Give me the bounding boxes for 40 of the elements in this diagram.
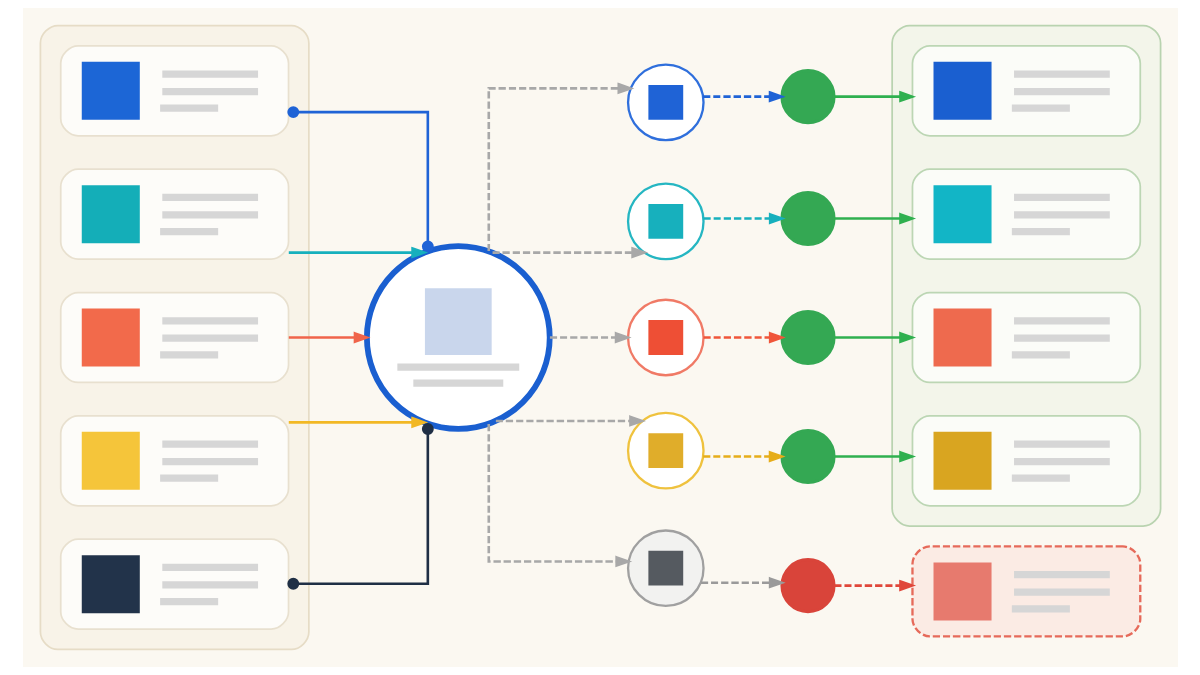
cluster [39, 24, 310, 651]
arrow [486, 82, 634, 252]
cluster [890, 24, 1161, 527]
node-circle [626, 63, 705, 142]
node-circle [779, 558, 836, 614]
arrow [288, 331, 371, 344]
node-box [911, 291, 1141, 384]
node-box [911, 415, 1141, 507]
arrow [833, 450, 916, 463]
arrow [833, 212, 916, 225]
node-circle [626, 529, 705, 608]
node-box [911, 168, 1141, 260]
connector [286, 423, 434, 590]
node-box [910, 545, 1141, 638]
arrow [833, 331, 916, 344]
arrow [288, 246, 428, 259]
node-box [59, 45, 289, 137]
arrow [495, 415, 646, 427]
arrow [549, 331, 632, 344]
node-box [59, 415, 289, 507]
arrow [833, 579, 916, 592]
node-circle [779, 428, 836, 485]
arrow [486, 424, 632, 568]
arrow [702, 450, 786, 463]
node-box [911, 45, 1141, 137]
arrow [703, 212, 786, 225]
node-circle [779, 69, 836, 125]
node-box [59, 291, 289, 384]
node-circle [779, 309, 836, 366]
arrow [703, 331, 786, 344]
arrow [833, 90, 916, 103]
arrow [492, 246, 648, 259]
arrow [288, 416, 428, 429]
arrow [700, 576, 786, 589]
arrow [702, 90, 786, 103]
node-circle [626, 298, 705, 377]
node-box [59, 538, 289, 630]
node-box [59, 168, 289, 260]
connector [286, 106, 434, 253]
node-circle [779, 190, 836, 247]
